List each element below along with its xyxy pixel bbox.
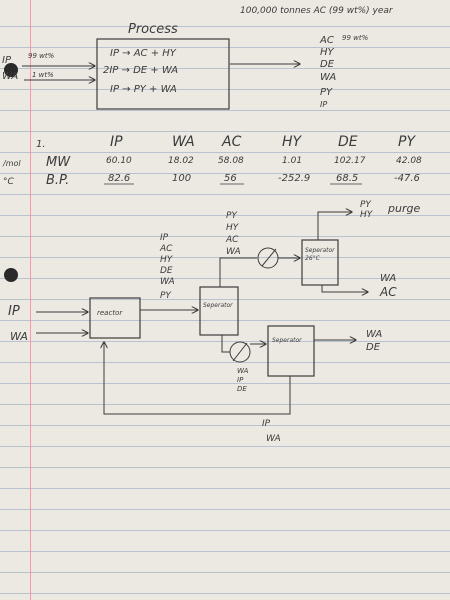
reactor-label: reactor <box>97 309 123 317</box>
sep2-top-py: PY <box>360 200 372 210</box>
feed-label-ip: IP <box>2 55 12 66</box>
cell-mw-py: 42.08 <box>396 156 422 166</box>
product-de: DE <box>320 59 335 70</box>
reactor-out-wa: WA <box>160 277 175 287</box>
product-ac: AC <box>319 35 334 46</box>
sep1-bottom-de: DE <box>237 385 247 393</box>
row-label-bp: B.P. <box>46 173 69 188</box>
feed-spec-wa: 1 wt% <box>32 71 54 79</box>
reactor-out-ac: AC <box>159 244 173 254</box>
table-header: IP WA AC HY DE PY <box>110 134 416 150</box>
header-note: 100,000 tonnes AC (99 wt%) year <box>240 6 394 16</box>
cell-bp-de: 68.5 <box>336 173 358 184</box>
separator-3-label: Seperator <box>272 337 302 344</box>
col-header-py: PY <box>398 134 416 150</box>
process-box <box>96 38 230 110</box>
recycle-ip: IP <box>262 419 271 429</box>
line-sep1-top <box>219 257 257 287</box>
feed-label-wa: WA <box>2 71 18 82</box>
product-ip: IP <box>320 100 327 109</box>
cell-mw-de: 102.17 <box>334 156 366 166</box>
cell-bp-ac: 56 <box>224 173 237 184</box>
sep2-bottom-wa: WA <box>380 273 396 284</box>
separator-1-box <box>199 286 239 336</box>
separator-3-box <box>267 325 315 377</box>
col-header-ip: IP <box>110 134 123 150</box>
row-unit-bp: °C <box>3 177 15 187</box>
col-header-wa: WA <box>172 134 195 150</box>
product-spec: 99 wt% <box>342 34 369 42</box>
line-sep1-bottom <box>221 335 230 353</box>
cell-mw-hy: 1.01 <box>282 156 302 166</box>
cell-bp-hy: -252.9 <box>278 173 310 184</box>
process-title: Process <box>128 22 178 37</box>
reactor-out-py: PY <box>160 291 172 301</box>
reactor-out-ip: IP <box>160 233 169 243</box>
sep2-top-hy: HY <box>360 210 374 220</box>
reactor-out-de: DE <box>160 266 173 276</box>
recycle-line <box>104 342 291 415</box>
product-py: PY <box>320 87 333 98</box>
binder-hole <box>4 268 18 282</box>
table-index: 1. <box>36 139 46 150</box>
arrow-sep2-bottom <box>321 285 368 292</box>
cooler-2-icon <box>229 341 251 363</box>
separator-1-label: Seperator <box>203 302 233 309</box>
separator-2-box <box>301 239 339 286</box>
sep1-bottom-wa: WA <box>237 367 249 375</box>
sep3-out-de: DE <box>366 342 381 353</box>
cell-mw-ip: 60.10 <box>106 156 132 166</box>
cell-mw-ac: 58.08 <box>218 156 244 166</box>
reaction-3: IP → PY + WA <box>110 84 177 95</box>
product-hy: HY <box>320 47 335 58</box>
sep2-bottom-ac: AC <box>379 285 397 299</box>
margin-line <box>30 0 31 600</box>
sep1-top-hy: HY <box>226 223 240 233</box>
cell-bp-py: -47.6 <box>394 173 420 184</box>
reaction-2: 2IP → DE + WA <box>103 65 178 76</box>
col-header-ac: AC <box>221 134 242 150</box>
col-header-de: DE <box>338 134 358 150</box>
reaction-1: IP → AC + HY <box>110 48 177 59</box>
purge-label: purge <box>387 202 420 215</box>
cell-bp-ip: 82.6 <box>108 173 130 184</box>
row-unit-mw: /mol <box>2 159 21 168</box>
cell-mw-wa: 18.02 <box>168 156 194 166</box>
col-header-hy: HY <box>282 134 303 150</box>
row-label-mw: MW <box>46 155 71 170</box>
feed-spec-ip: 99 wt% <box>28 52 55 60</box>
cell-bp-wa: 100 <box>172 173 191 184</box>
arrow-sep2-top <box>317 212 352 240</box>
binder-hole <box>4 63 18 77</box>
sep1-top-wa: WA <box>226 247 241 257</box>
sep1-top-py: PY <box>226 211 238 221</box>
flow-feed-wa: WA <box>10 330 28 343</box>
flow-feed-ip: IP <box>8 304 20 319</box>
recycle-wa: WA <box>266 434 281 444</box>
reactor-out-hy: HY <box>160 255 174 265</box>
sep1-top-ac: AC <box>225 235 239 245</box>
product-wa: WA <box>320 72 336 83</box>
sep1-bottom-ip: IP <box>237 376 244 384</box>
sep3-out-wa: WA <box>366 329 382 340</box>
reactor-box <box>89 297 141 339</box>
